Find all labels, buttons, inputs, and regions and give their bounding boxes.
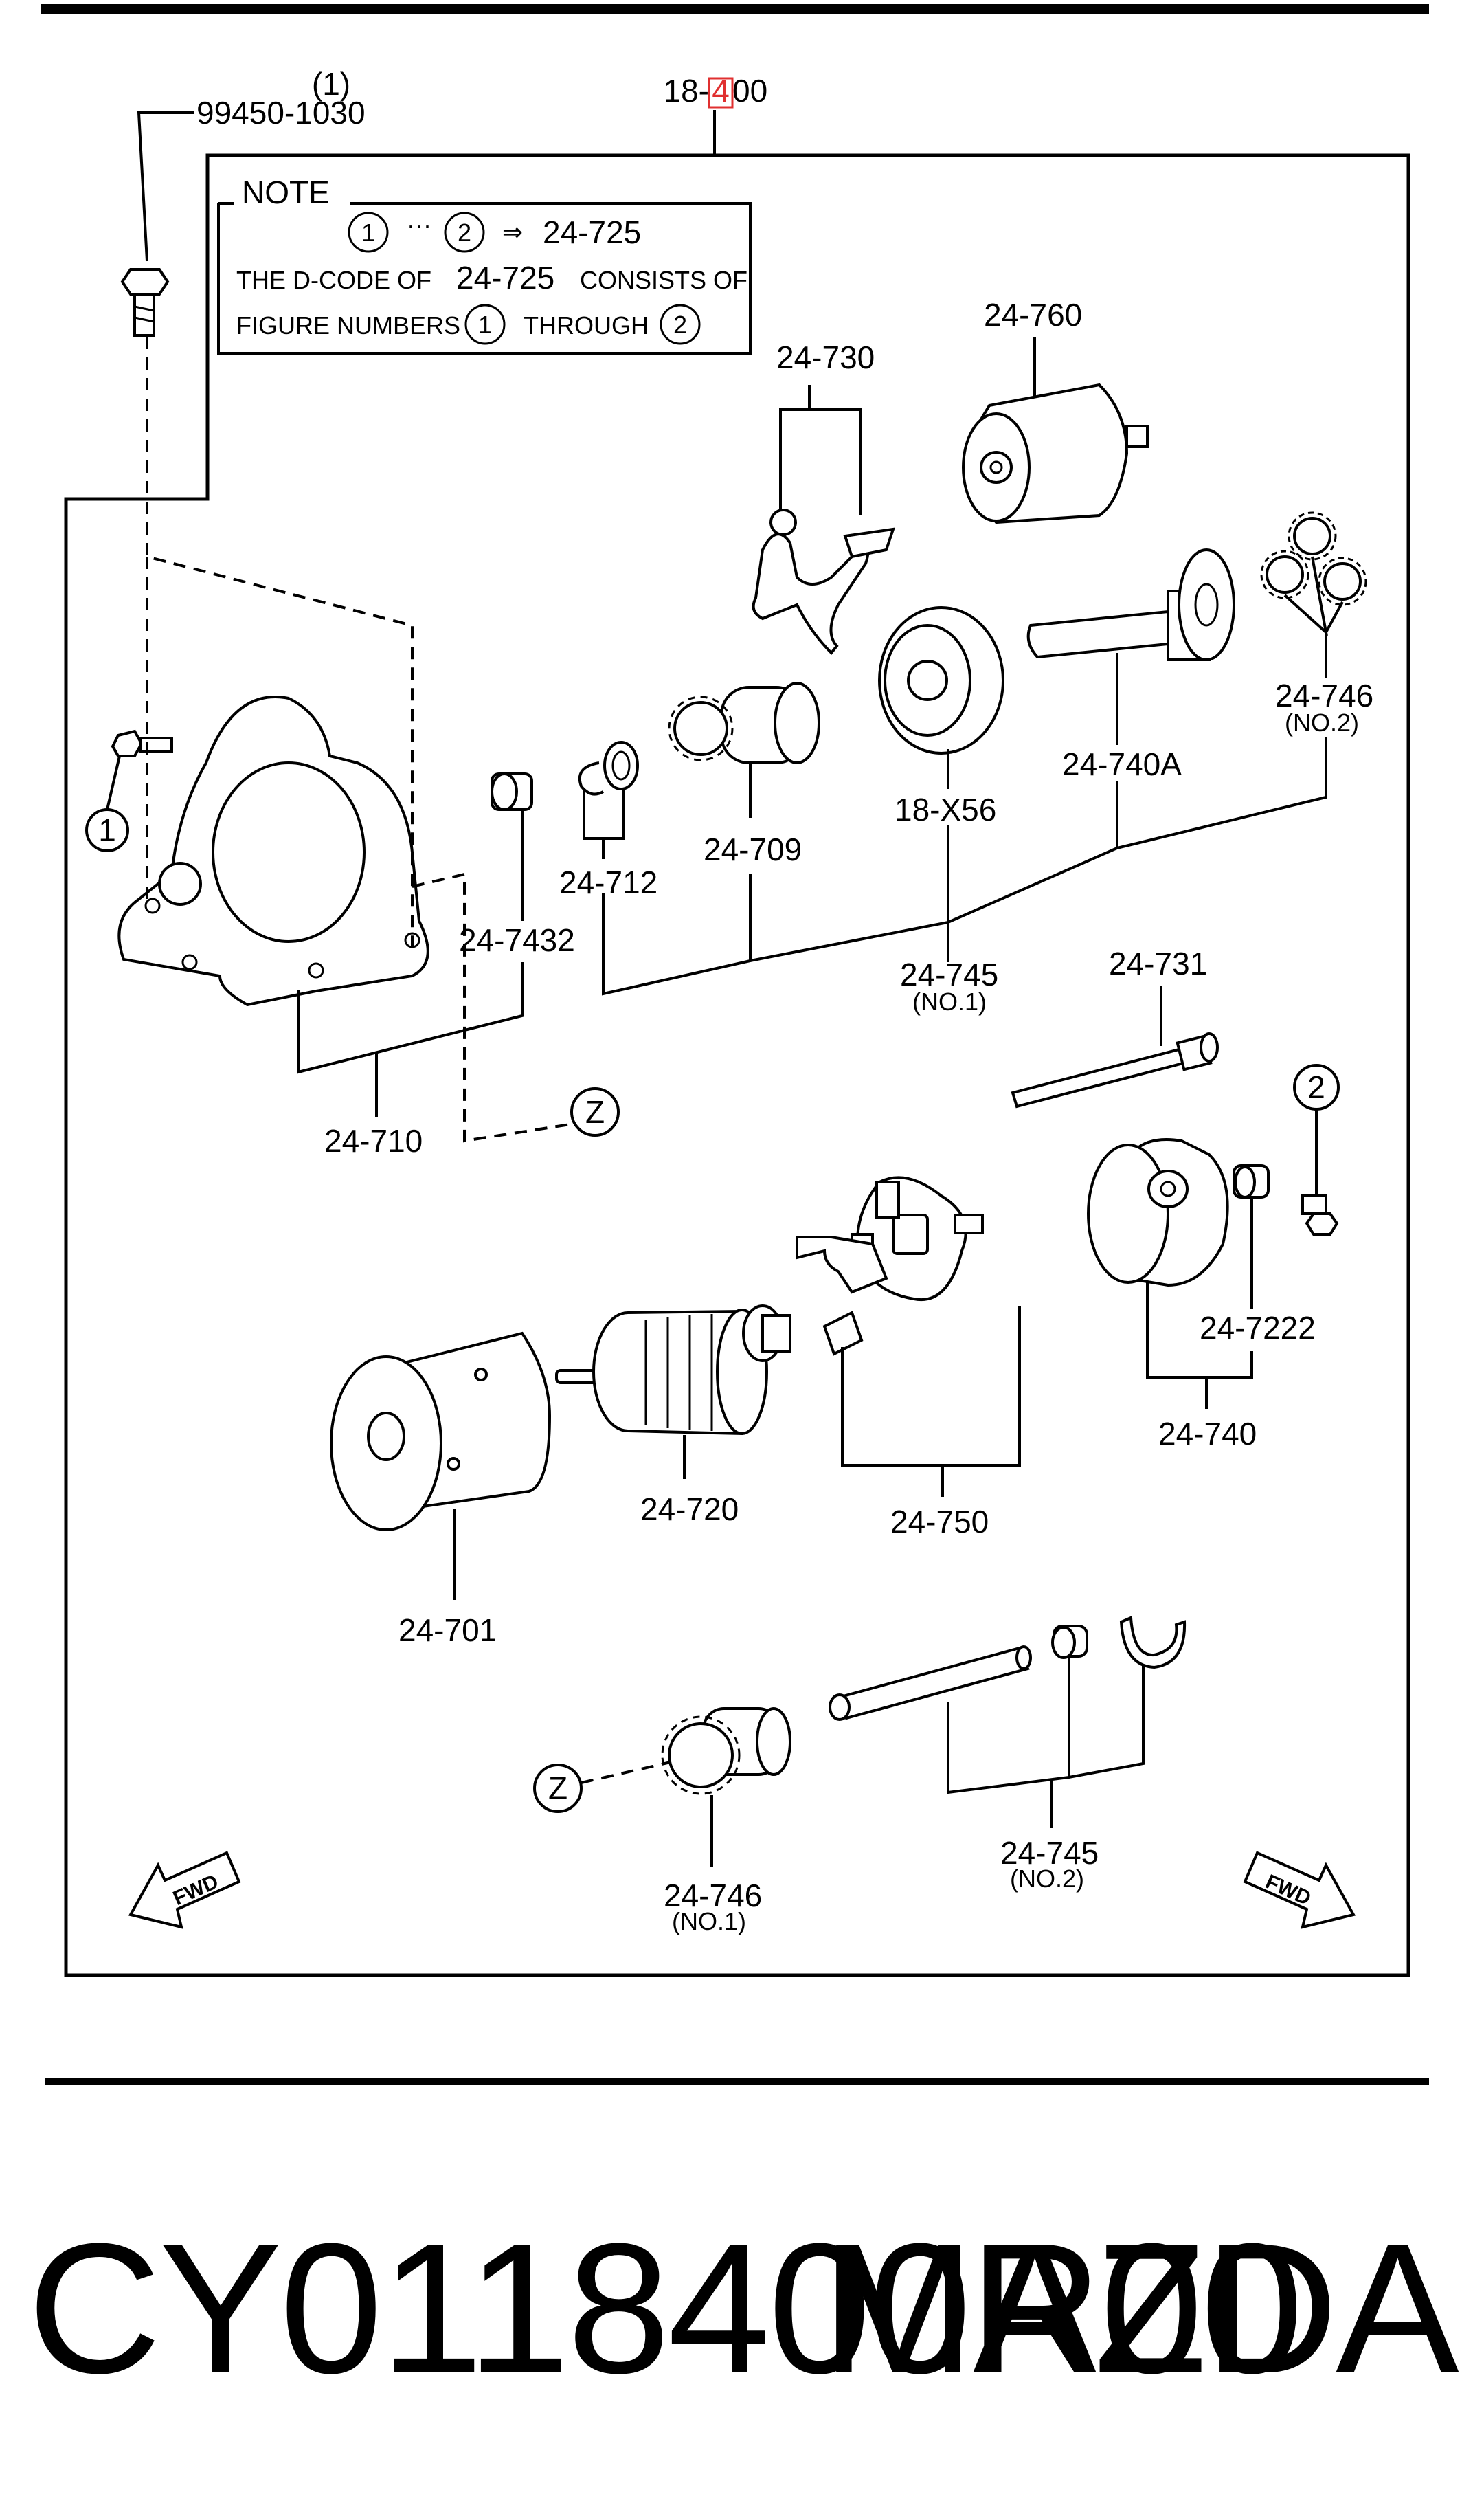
bolt-part-number: 99450-1030 [196, 95, 366, 131]
label-24-746-no2: 24-746 [1275, 678, 1373, 713]
label-24-740: 24-740 [1158, 1416, 1257, 1451]
small-bolt-icon [111, 729, 173, 757]
idler-gears-icon [1260, 511, 1367, 606]
ball-icon [1051, 1625, 1088, 1659]
svg-text:1: 1 [478, 311, 492, 339]
leader-24-750 [841, 1306, 1021, 1467]
pinion-clutch-icon [668, 682, 820, 764]
svg-text:00: 00 [732, 73, 767, 109]
bottom-rule [45, 2078, 1429, 2085]
svg-text:⇒: ⇒ [502, 218, 523, 246]
shift-lever-icon [752, 509, 895, 655]
svg-text:24-725: 24-725 [543, 214, 641, 250]
planetary-shaft-icon [829, 1645, 1032, 1721]
label-24-745-no2-sub: (NO.2) [1010, 1865, 1084, 1893]
svg-text:2: 2 [1307, 1069, 1325, 1105]
svg-text:FIGURE NUMBERS: FIGURE NUMBERS [236, 311, 460, 340]
label-24-709: 24-709 [704, 832, 802, 867]
svg-text:18-: 18- [664, 73, 709, 109]
bolt-icon [120, 268, 170, 337]
svg-text:4: 4 [712, 73, 730, 109]
through-bolt-icon [1011, 1032, 1219, 1109]
leader-24-740 [1146, 1282, 1253, 1379]
svg-text:CONSISTS OF: CONSISTS OF [580, 266, 747, 294]
label-24-746-no1-sub: (NO.1) [672, 1907, 746, 1935]
callout-z-top: Z [570, 1087, 620, 1137]
label-24-745-no1-sub: (NO.1) [912, 988, 987, 1016]
drive-housing-icon [117, 696, 429, 1007]
label-18-x56: 18-X56 [895, 792, 996, 827]
leader-24-745-no1-group [602, 737, 1327, 996]
output-shaft-icon [1026, 548, 1235, 661]
svg-text:···: ··· [407, 211, 431, 239]
fwd-arrow-left-icon: FWD [128, 1851, 241, 1929]
svg-text:1: 1 [98, 812, 116, 848]
label-24-740a: 24-740A [1062, 746, 1182, 782]
label-24-745-no1: 24-745 [900, 957, 998, 992]
label-24-750: 24-750 [890, 1504, 989, 1539]
retaining-rings-icon [578, 741, 639, 796]
svg-text:NOTE: NOTE [242, 175, 330, 210]
callout-2: 2 [1293, 1064, 1340, 1111]
svg-text:2: 2 [673, 311, 687, 339]
brand-caption: MAZDA [821, 2205, 1459, 2412]
idler-gear-no1-icon [661, 1707, 791, 1795]
note-box: NOTE 1 ··· 2 ⇒ 24-725 THE D-CODE OF 24-7… [217, 175, 752, 355]
svg-text:THROUGH: THROUGH [524, 311, 649, 340]
diagram-frame [64, 153, 1410, 1977]
svg-text:Z: Z [548, 1770, 567, 1806]
svg-text:THE D-CODE OF: THE D-CODE OF [236, 266, 431, 294]
label-24-731: 24-731 [1109, 946, 1207, 981]
group-code-highlight-box [708, 77, 734, 109]
leader-24-745-no2 [947, 1658, 1145, 1794]
label-24-7222: 24-7222 [1200, 1310, 1316, 1346]
small-screw-icon [1301, 1194, 1339, 1236]
svg-text:24-725: 24-725 [456, 260, 554, 296]
fwd-arrow-right-icon: FWD [1243, 1851, 1356, 1929]
leader-callout-1 [106, 755, 121, 810]
svg-text:Z: Z [585, 1094, 605, 1130]
leader-24-730 [779, 408, 862, 515]
top-rule [41, 4, 1429, 14]
leader-24-710 [297, 962, 524, 1074]
label-24-701: 24-701 [398, 1612, 497, 1648]
end-bushing-icon [1233, 1164, 1270, 1199]
label-24-720: 24-720 [640, 1491, 739, 1527]
group-code: 18- 4 00 [664, 73, 768, 109]
label-24-745-no2: 24-745 [1000, 1835, 1099, 1871]
svg-text:2: 2 [458, 219, 471, 247]
label-24-710: 24-710 [324, 1123, 423, 1159]
leader-24-746-no2 [1283, 556, 1344, 678]
housing-dash [146, 543, 571, 1143]
label-24-712: 24-712 [559, 865, 657, 900]
bushing-icon [491, 772, 533, 811]
bolt-qty: (1) [312, 66, 350, 102]
label-24-730: 24-730 [776, 340, 875, 375]
svg-text:1: 1 [361, 219, 375, 247]
label-24-760: 24-760 [984, 297, 1082, 333]
end-frame-icon [1087, 1138, 1229, 1287]
bolt-leader [137, 111, 194, 262]
yoke-icon [330, 1331, 552, 1531]
solenoid-icon [962, 383, 1149, 524]
armature-icon [555, 1304, 791, 1436]
bearing-shell-icon [1119, 1616, 1187, 1669]
label-24-7432: 24-7432 [459, 922, 575, 958]
label-24-746-no2-sub: (NO.2) [1285, 709, 1359, 737]
label-24-746-no1: 24-746 [664, 1878, 762, 1913]
callout-1: 1 [85, 808, 129, 852]
leader-24-712 [583, 790, 625, 840]
callout-z-bottom: Z [533, 1764, 583, 1813]
part-number-caption: CY0118400R00 [27, 2205, 1303, 2412]
brush-holder-icon [796, 1176, 984, 1356]
bracket-icon [878, 606, 1004, 755]
z-bottom-dash [581, 1761, 671, 1784]
